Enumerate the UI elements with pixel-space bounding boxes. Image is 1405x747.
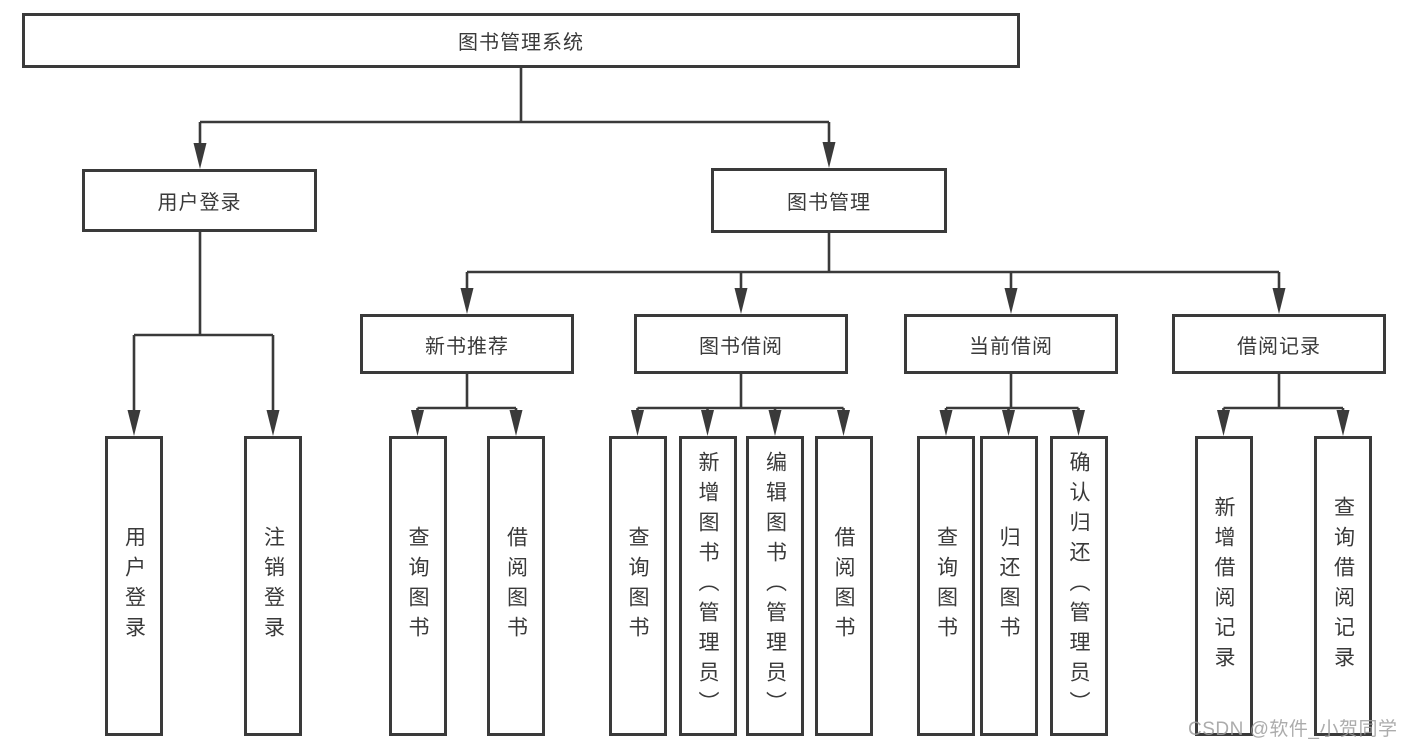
leaf-current-query-books-label: 查询图书: [934, 526, 958, 646]
node-book-management-label: 图书管理: [787, 192, 871, 214]
leaf-query-borrow-record-label: 查询借阅记录: [1331, 496, 1355, 676]
leaf-add-books-admin-label: 新增图书（管理员）: [696, 451, 719, 721]
node-book-management: 图书管理: [711, 168, 947, 233]
node-new-book-recommend-label: 新书推荐: [425, 335, 509, 358]
node-current-borrowing-label: 当前借阅: [969, 335, 1053, 358]
leaf-logout: 注销登录: [244, 436, 302, 736]
leaf-return-books-label: 归还图书: [997, 526, 1020, 646]
node-user-login-label: 用户登录: [157, 192, 242, 214]
leaf-borrowing-query-books-label: 查询图书: [626, 526, 649, 646]
csdn-watermark: CSDN @软件_小贺同学: [1188, 719, 1398, 740]
leaf-borrowing-query-books: 查询图书: [608, 436, 667, 736]
node-borrowing-records-label: 借阅记录: [1237, 335, 1321, 358]
leaf-add-borrow-record-label: 新增借阅记录: [1212, 496, 1235, 676]
leaf-current-query-books: 查询图书: [917, 436, 975, 736]
arrowheads: [127, 142, 1350, 436]
leaf-logout-label: 注销登录: [261, 526, 285, 646]
leaf-recommend-borrow-books: 借阅图书: [487, 436, 545, 736]
leaf-recommend-borrow-books-label: 借阅图书: [504, 526, 528, 646]
node-book-borrowing-label: 图书借阅: [699, 335, 783, 358]
leaf-query-borrow-record: 查询借阅记录: [1314, 436, 1372, 736]
node-new-book-recommend: 新书推荐: [360, 314, 574, 374]
leaf-borrowing-borrow-books-label: 借阅图书: [832, 526, 855, 646]
leaf-confirm-return-admin-label: 确认归还（管理员）: [1067, 451, 1090, 721]
leaf-edit-books-admin-label: 编辑图书（管理员）: [763, 451, 787, 721]
leaf-user-login-label: 用户登录: [122, 526, 146, 646]
leaf-return-books: 归还图书: [979, 436, 1038, 736]
leaf-user-login: 用户登录: [105, 436, 163, 736]
node-borrowing-records: 借阅记录: [1172, 314, 1386, 374]
node-book-borrowing: 图书借阅: [634, 314, 848, 374]
node-user-login: 用户登录: [82, 169, 317, 232]
node-root-label: 图书管理系统: [458, 32, 584, 54]
leaf-confirm-return-admin: 确认归还（管理员）: [1049, 436, 1108, 736]
leaf-add-borrow-record: 新增借阅记录: [1194, 436, 1253, 736]
node-current-borrowing: 当前借阅: [904, 314, 1118, 374]
node-root-system: 图书管理系统: [22, 13, 1020, 68]
leaf-edit-books-admin: 编辑图书（管理员）: [746, 436, 804, 736]
leaf-recommend-query-books-label: 查询图书: [406, 526, 429, 646]
leaf-add-books-admin: 新增图书（管理员）: [678, 436, 737, 736]
leaf-recommend-query-books: 查询图书: [388, 436, 447, 736]
leaf-borrowing-borrow-books: 借阅图书: [814, 436, 873, 736]
